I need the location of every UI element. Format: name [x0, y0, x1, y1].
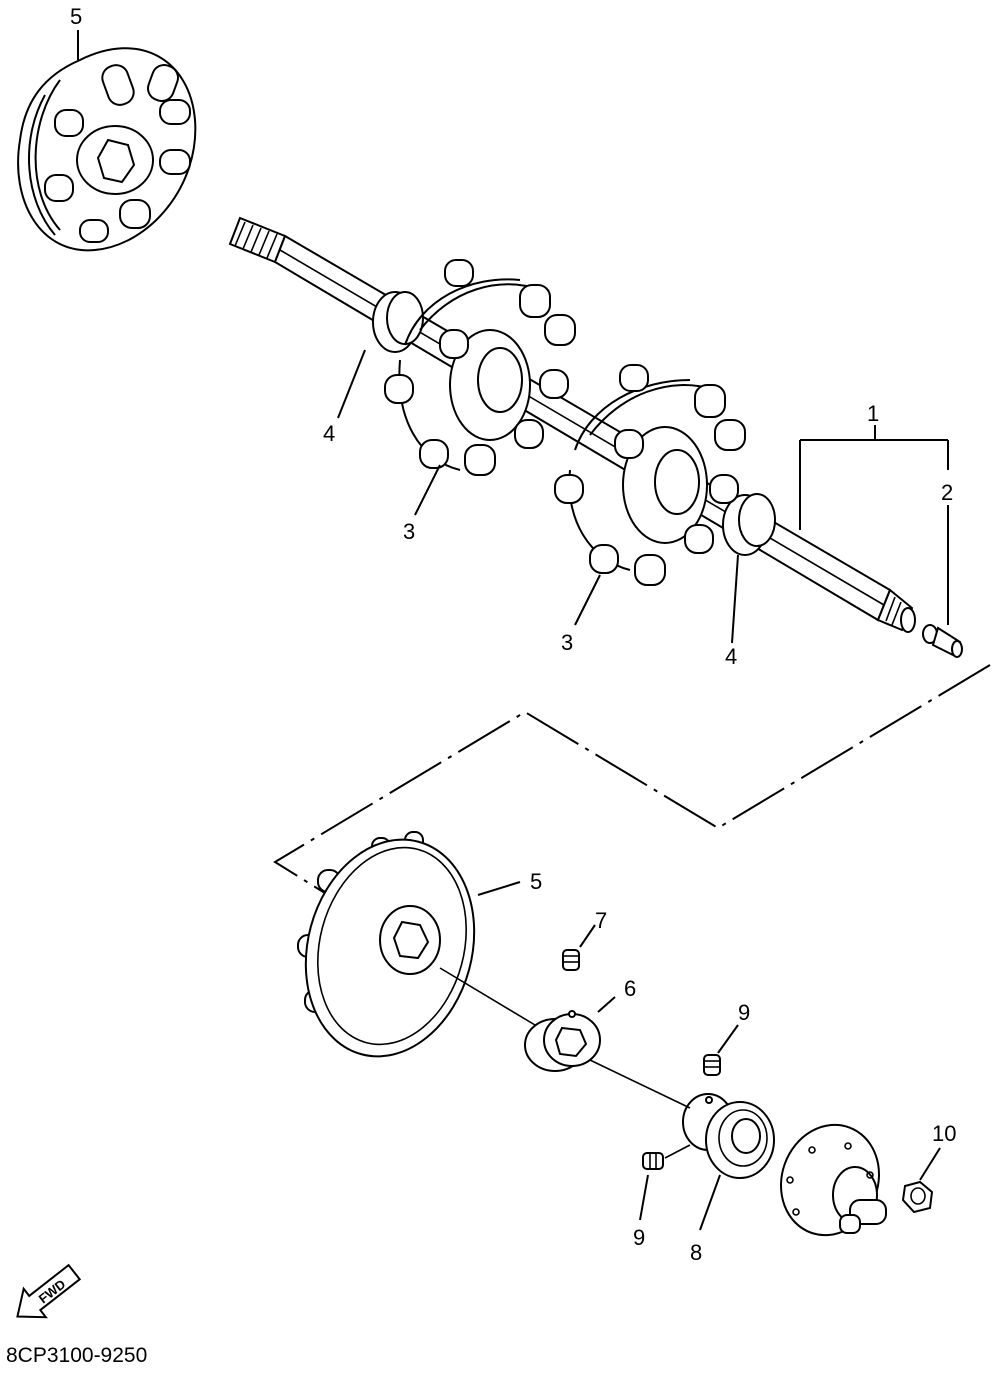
bearing [682, 1093, 775, 1179]
assembly-connector-line [273, 664, 991, 896]
fwd-direction-arrow: FWD [16, 1263, 82, 1319]
callout-collar-screw: 7 [595, 908, 607, 933]
top-drive-disc [17, 47, 197, 252]
callout-sprocket-right: 3 [561, 630, 573, 655]
callout-collar: 6 [624, 976, 636, 1001]
collar [524, 1010, 601, 1072]
callout-sprocket-left: 3 [403, 519, 415, 544]
bearing-set-screw-bottom [642, 1152, 664, 1170]
callout-bearing-screw-top: 9 [738, 1000, 750, 1025]
nut [901, 1180, 934, 1214]
callout-lower-disc: 5 [530, 869, 542, 894]
sprocket-right [554, 364, 746, 586]
spacer-left [372, 291, 424, 353]
callout-top-disc: 5 [70, 4, 82, 29]
callout-shaft-assy: 1 [867, 401, 879, 426]
shaft-end-screw [922, 624, 963, 658]
callout-spacer-left: 4 [323, 421, 335, 446]
callout-bearing-screw-bottom: 9 [633, 1225, 645, 1250]
bearing-set-screw-top [703, 1054, 721, 1076]
collar-set-screw [562, 949, 580, 971]
callout-nut: 10 [932, 1121, 956, 1146]
sprocket-left [384, 259, 576, 476]
callout-shaft-end-screw: 2 [941, 480, 953, 505]
diagram-code: 8CP3100-9250 [6, 1344, 147, 1367]
assembly-bracket [799, 425, 949, 625]
hub-flange [779, 1123, 887, 1237]
callout-bearing: 8 [690, 1240, 702, 1265]
spacer-right [722, 493, 776, 556]
callout-spacer-right: 4 [725, 644, 737, 669]
lower-drive-disc [297, 831, 476, 1058]
